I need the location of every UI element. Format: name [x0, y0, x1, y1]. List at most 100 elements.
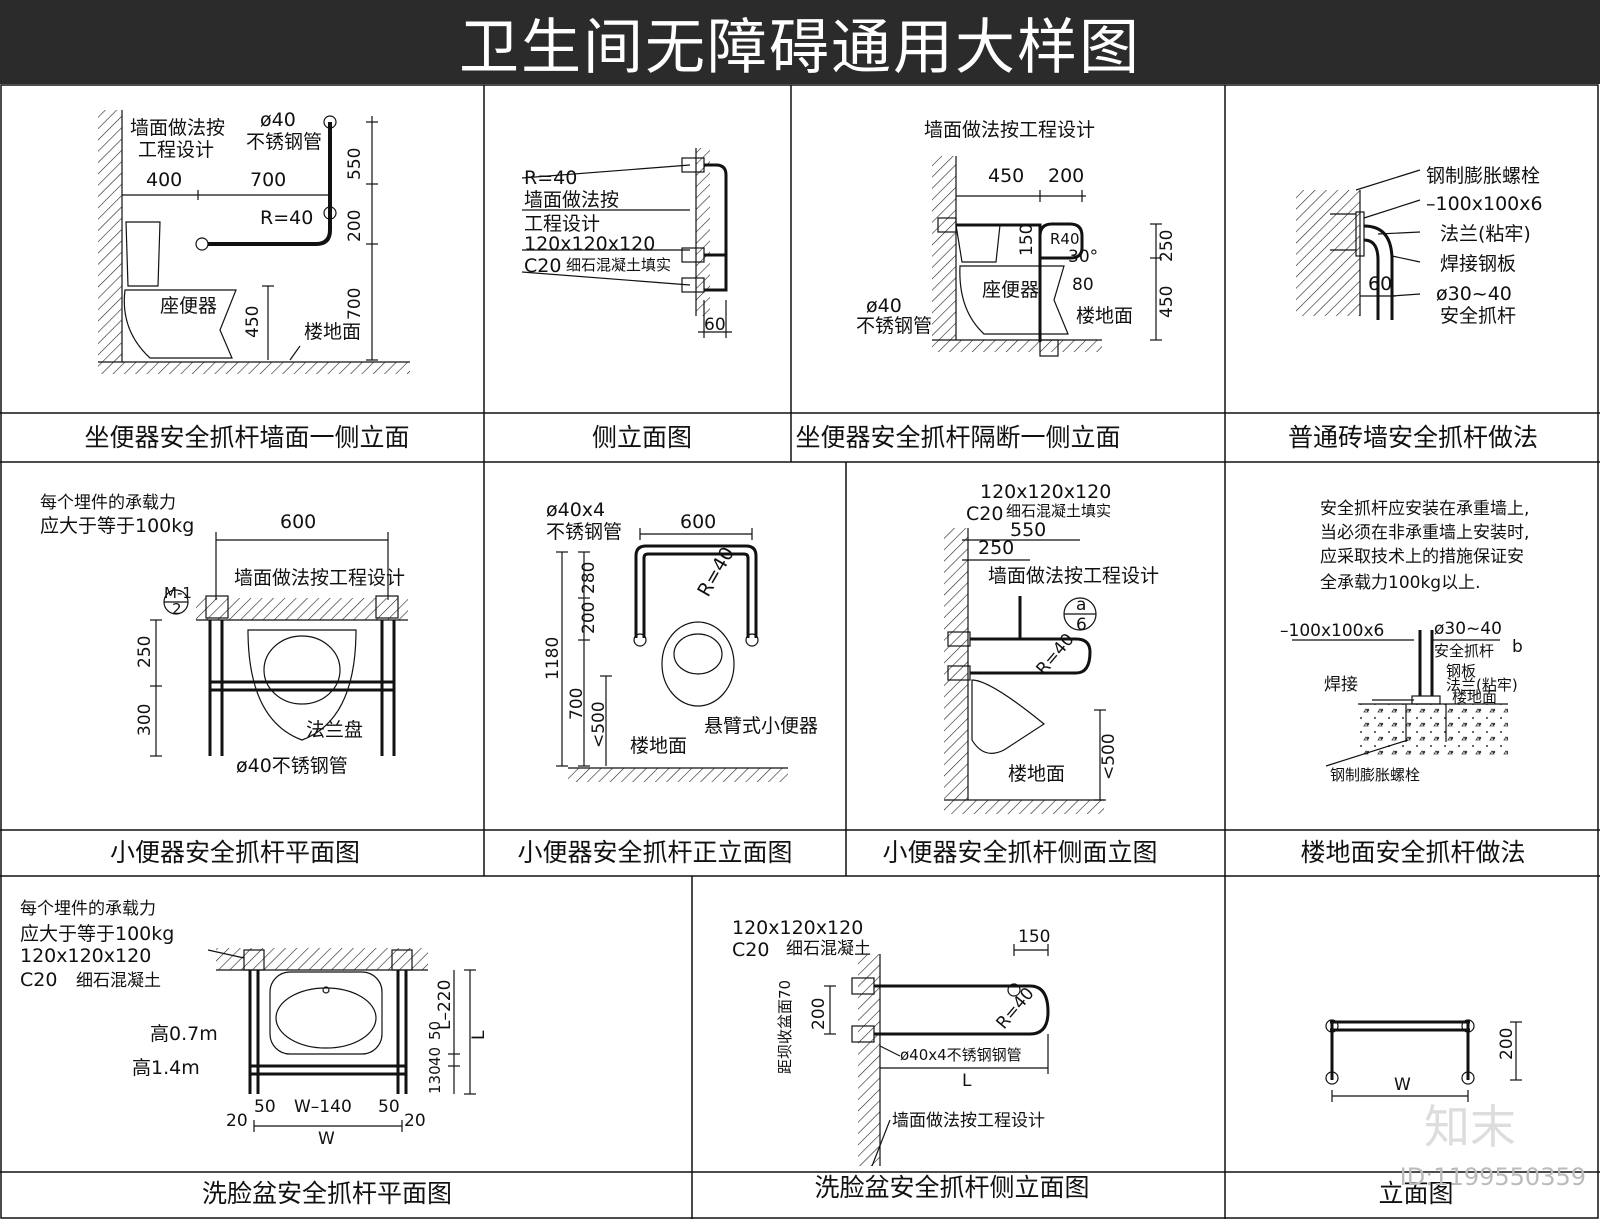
p6-d700: 700: [567, 688, 587, 720]
p8-b: b: [1512, 637, 1523, 657]
p8-bar: 安全抓杆: [1434, 642, 1494, 660]
p4-flange: 法兰(粘牢): [1440, 223, 1531, 245]
p7-d500: <500: [1099, 733, 1119, 780]
p10-d150: 150: [1018, 927, 1050, 947]
p9-dw140: W–140: [294, 1097, 352, 1117]
p7-six: 6: [1076, 615, 1087, 635]
p7-block: 120x120x120: [980, 481, 1111, 503]
caption-p7: 小便器安全抓杆侧面立图: [882, 838, 1157, 867]
panel-floor-detail: [1292, 630, 1508, 767]
p3-d200: 200: [1048, 165, 1084, 187]
panel-urinal-side-elevation: [944, 528, 1106, 814]
panel-side-elevation-labels: R=40 墙面做法按 工程设计 120x120x120 C20 细石混凝土填实 …: [524, 167, 726, 335]
p9-c20: C20: [20, 969, 57, 991]
p1-d400: 400: [146, 169, 182, 191]
panel-toilet-wall-elevation-labels: 墙面做法按 工程设计 ø40 不锈钢管 400 700 550 200 700 …: [130, 109, 365, 343]
caption-p8: 楼地面安全抓杆做法: [1300, 838, 1525, 867]
p1-d450: 450: [243, 306, 263, 338]
p1-pipe1: ø40: [260, 109, 296, 131]
panel-toilet-partition-labels: 墙面做法按工程设计 450 200 150 R40 30° 250 80 450…: [856, 119, 1177, 337]
p5-m2: 2: [172, 600, 182, 618]
p10-conc: 细石混凝土: [786, 939, 871, 959]
p3-d450: 450: [988, 165, 1024, 187]
p3-pipe2: 不锈钢管: [856, 315, 932, 337]
p2-wall2: 工程设计: [524, 213, 600, 235]
p10-r40: R=40: [993, 984, 1039, 1033]
p1-r40: R=40: [260, 207, 313, 229]
p7-a: a: [1076, 595, 1086, 615]
p8-floor: 楼地面: [1452, 688, 1497, 706]
p4-plate: –100x100x6: [1426, 193, 1543, 215]
p9-h07: 高0.7m: [150, 1023, 218, 1045]
p3-d250: 250: [1157, 230, 1177, 262]
panel-toilet-partition-elevation: [932, 156, 1162, 357]
p9-load1: 每个埋件的承载力: [20, 899, 156, 919]
p3-wall: 墙面做法按工程设计: [924, 119, 1095, 141]
p3-toilet: 座便器: [982, 279, 1039, 301]
p3-d150: 150: [1017, 224, 1037, 256]
caption-p4: 普通砖墙安全抓杆做法: [1288, 423, 1538, 452]
panel-toilet-wall-elevation: [98, 110, 410, 374]
p5-pipe: ø40不锈钢管: [236, 755, 348, 777]
p7-c20: C20: [966, 503, 1003, 525]
p10-block: 120x120x120: [732, 917, 863, 939]
p3-pipe1: ø40: [866, 295, 902, 317]
p9-dl220: L–220: [435, 980, 455, 1030]
p9-load2: 应大于等于100kg: [20, 923, 174, 945]
p9-d50: 50: [426, 1021, 444, 1040]
p2-block: 120x120x120: [524, 233, 655, 255]
caption-p9: 洗脸盆安全抓杆平面图: [202, 1179, 452, 1208]
panel-basin-plan-labels: 每个埋件的承载力 应大于等于100kg 120x120x120 C20 细石混凝…: [20, 899, 489, 1149]
caption-p3: 坐便器安全抓杆隔断一侧立面: [795, 423, 1120, 452]
frame-grid: [0, 84, 1600, 1219]
panel-floor-detail-labels: 安全抓杆应安装在承重墙上, 当必须在非承重墙上安装时, 应采取技术上的措施保证安…: [1280, 499, 1529, 784]
caption-p10: 洗脸盆安全抓杆侧立面图: [814, 1173, 1089, 1202]
drawing-sheet: 坐便器安全抓杆墙面一侧立面 侧立面图 坐便器安全抓杆隔断一侧立面 普通砖墙安全抓…: [0, 84, 1600, 1219]
p10-d200: 200: [809, 998, 829, 1030]
p1-d200: 200: [345, 210, 365, 242]
p7-d550: 550: [1010, 519, 1046, 541]
p10-dl: L: [962, 1071, 972, 1091]
caption-p6: 小便器安全抓杆正立面图: [517, 838, 792, 867]
p8-steel: 钢板: [1446, 662, 1476, 680]
p1-pipe2: 不锈钢管: [246, 131, 322, 153]
page-title: 卫生间无障碍通用大样图: [0, 0, 1600, 84]
caption-p11: 立面图: [1378, 1179, 1453, 1208]
p8-flange: 法兰(粘牢): [1446, 676, 1518, 694]
p3-d450v: 450: [1157, 286, 1177, 318]
panel-urinal-plan: [150, 532, 408, 757]
p2-c20: C20: [524, 255, 561, 277]
p8-rod: ø30~40: [1434, 619, 1502, 639]
panel-basin-side-labels: 120x120x120 C20 细石混凝土 150 距坝收盆面70 200 R=…: [732, 917, 1050, 1131]
panel-urinal-plan-labels: 每个埋件的承载力 应大于等于100kg 600 墙面做法按工程设计 M-1 2 …: [40, 493, 405, 777]
p1-d550: 550: [345, 148, 365, 180]
p10-pipe: ø40x4不锈钢钢管: [900, 1046, 1022, 1064]
p9-d20b: 20: [404, 1111, 426, 1131]
p5-d300: 300: [135, 704, 155, 736]
p11-dw: W: [1394, 1075, 1411, 1095]
panel-brick-wall-detail: [1296, 169, 1421, 320]
p9-dl: L: [469, 1030, 489, 1040]
image-id: ID:1199550359: [1399, 1163, 1586, 1191]
p4-rod: ø30~40: [1436, 283, 1512, 305]
p3-r40: R40: [1050, 230, 1080, 248]
p6-d200: 200: [579, 602, 599, 634]
caption-p1: 坐便器安全抓杆墙面一侧立面: [84, 423, 409, 452]
p8-n4: 全承载力100kg以上.: [1320, 573, 1481, 593]
p1-wall2: 工程设计: [138, 139, 214, 161]
p5-d250: 250: [135, 636, 155, 668]
p4-bar: 安全抓杆: [1440, 305, 1516, 327]
p2-fill: 细石混凝土填实: [566, 256, 671, 274]
p1-wall1: 墙面做法按: [130, 117, 225, 139]
p1-floor: 楼地面: [304, 321, 361, 343]
p6-floor: 楼地面: [630, 735, 687, 757]
p9-d130: 130: [426, 1065, 444, 1094]
p6-d500: <500: [589, 701, 609, 748]
p6-pipe1: ø40x4: [546, 499, 605, 521]
p5-load1: 每个埋件的承载力: [40, 493, 176, 513]
p4-d60: 60: [1368, 273, 1392, 295]
panel-basin-side-elevation: [824, 944, 1050, 1167]
p2-r40: R=40: [524, 167, 577, 189]
panel-brick-wall-labels: 钢制膨胀螺栓 –100x100x6 法兰(粘牢) 焊接钢板 60 ø30~40 …: [1368, 165, 1543, 327]
p5-m1: M-1: [164, 584, 192, 602]
